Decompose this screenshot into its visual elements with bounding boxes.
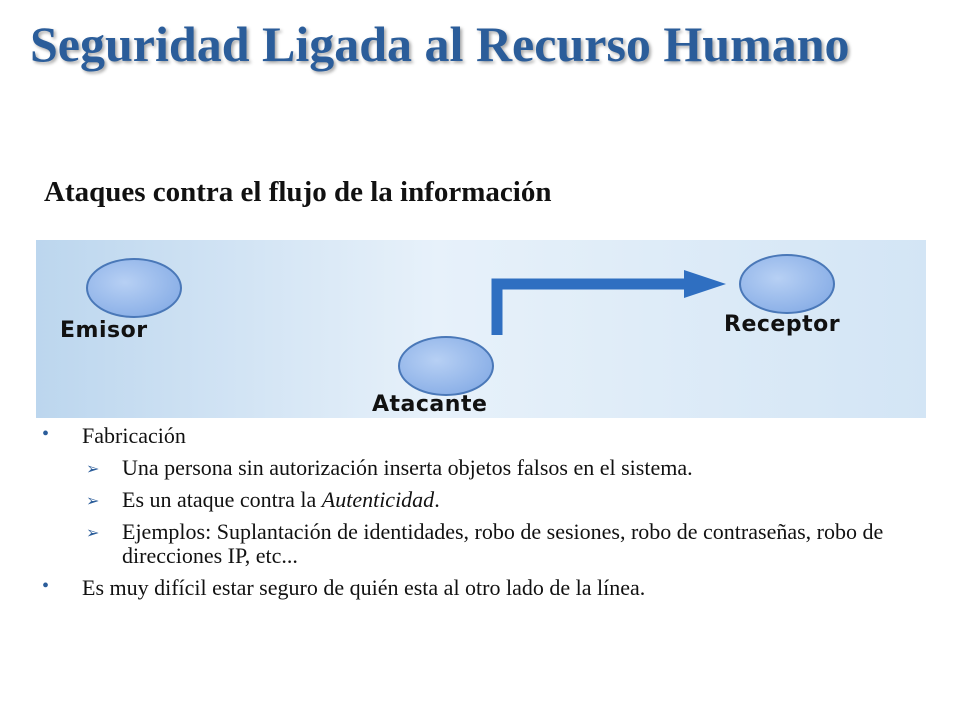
slide-subtitle: Ataques contra el flujo de la informació… — [44, 176, 552, 208]
sub-bullet-autenticidad: ➢ Es un ataque contra la Autenticidad. — [42, 488, 922, 512]
sub-bullet-text: Una persona sin autorización inserta obj… — [122, 455, 693, 480]
bullet-dot-icon: • — [42, 575, 50, 597]
arrowhead-bullet-icon: ➢ — [86, 491, 100, 510]
atacante-label: Atacante — [372, 392, 488, 417]
bullet-fabricacion: • Fabricación — [42, 423, 922, 448]
slide-title: Seguridad Ligada al Recurso Humano — [30, 16, 850, 72]
bullet-list: • Fabricación ➢ Una persona sin autoriza… — [42, 423, 922, 608]
fabrication-arrow — [491, 270, 726, 335]
sub-bullet-italic-word: Autenticidad — [321, 487, 435, 512]
arrowhead-bullet-icon: ➢ — [86, 459, 100, 478]
bullet-text: Fabricación — [82, 423, 186, 448]
sub-bullet-text: Ejemplos: Suplantación de identidades, r… — [122, 519, 884, 568]
bullet-text: Es muy difícil estar seguro de quién est… — [82, 575, 646, 600]
sub-bullet-text-suffix: . — [434, 487, 440, 512]
bullet-dificil: • Es muy difícil estar seguro de quién e… — [42, 575, 922, 600]
emisor-label: Emisor — [60, 318, 148, 343]
bullet-dot-icon: • — [42, 423, 50, 445]
receptor-label: Receptor — [724, 312, 841, 337]
receptor-node — [739, 254, 835, 314]
sub-bullet-text-prefix: Es un ataque contra la — [122, 487, 322, 512]
emisor-node — [86, 258, 182, 318]
attack-diagram: Emisor Receptor Atacante — [36, 240, 926, 418]
sub-bullet-definicion: ➢ Una persona sin autorización inserta o… — [42, 456, 922, 480]
atacante-node — [398, 336, 494, 396]
arrowhead-bullet-icon: ➢ — [86, 523, 100, 542]
sub-bullet-ejemplos: ➢ Ejemplos: Suplantación de identidades,… — [42, 520, 922, 568]
